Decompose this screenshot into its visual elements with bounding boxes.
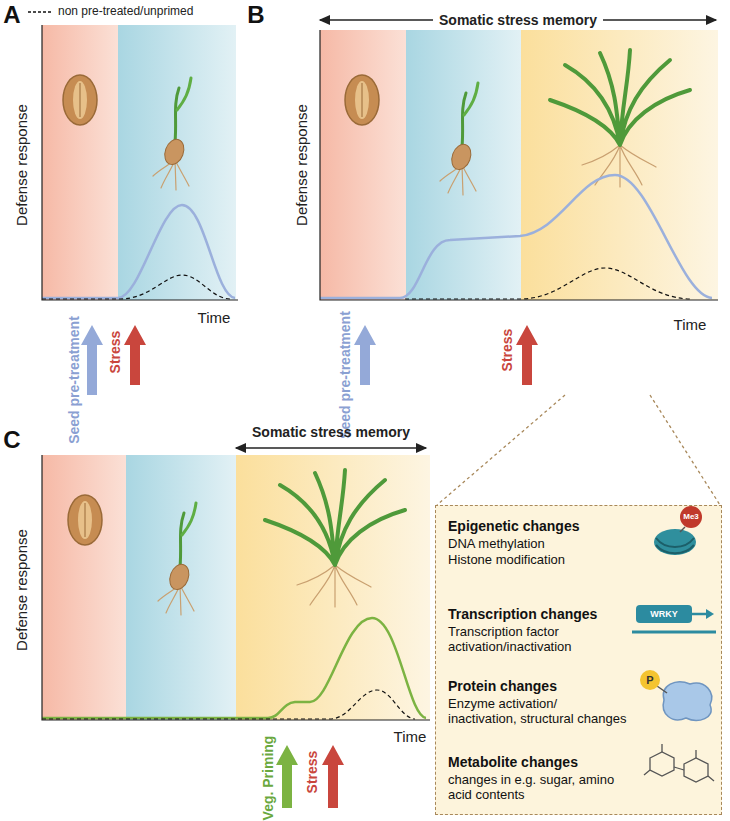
memory-label: Somatic stress memory <box>252 424 410 440</box>
axis-title: Time <box>674 316 707 333</box>
phospho-mark: P <box>646 674 653 687</box>
priming-label: Veg. Priming <box>260 736 276 821</box>
axis-title: Defense response <box>13 529 30 651</box>
category-heading: Protein changes <box>448 678 628 695</box>
stress-label: Stress <box>107 331 123 374</box>
axis-title: Time <box>198 309 231 326</box>
category-detail: Transcription factor activation/inactiva… <box>448 624 628 655</box>
panel-letter: B <box>247 1 264 29</box>
category-detail: Histone modification <box>448 552 628 568</box>
panel-letter: C <box>3 426 20 454</box>
legend-sample <box>28 11 52 12</box>
category-detail: Enzyme activation/ inactivation, structu… <box>448 696 628 727</box>
category-detail: DNA methylation <box>448 536 628 552</box>
panel-letter: A <box>3 1 20 29</box>
tf-label: WRKY <box>650 609 678 619</box>
axis-title: Defense response <box>13 104 30 226</box>
memory-box: Epigenetic changesDNA methylationHistone… <box>435 505 722 815</box>
stress-label: Stress <box>304 751 320 794</box>
stress-label: Stress <box>499 329 515 372</box>
category-detail: changes in e.g. sugar, amino acid conten… <box>448 772 628 803</box>
axis-title: Time <box>394 728 427 745</box>
legend-text: non pre-treated/unprimed <box>58 5 193 19</box>
category-heading: Metabolite changes <box>448 754 628 771</box>
methyl-mark: Me3 <box>683 512 699 521</box>
treatment-label: Seed pre-treatment <box>337 311 353 439</box>
treatment-label: Seed pre-treatment <box>66 316 82 444</box>
memory-label: Somatic stress memory <box>433 12 603 28</box>
category-heading: Transcription changes <box>448 606 628 623</box>
axis-title: Defense response <box>293 104 310 226</box>
category-heading: Epigenetic changes <box>448 518 628 535</box>
